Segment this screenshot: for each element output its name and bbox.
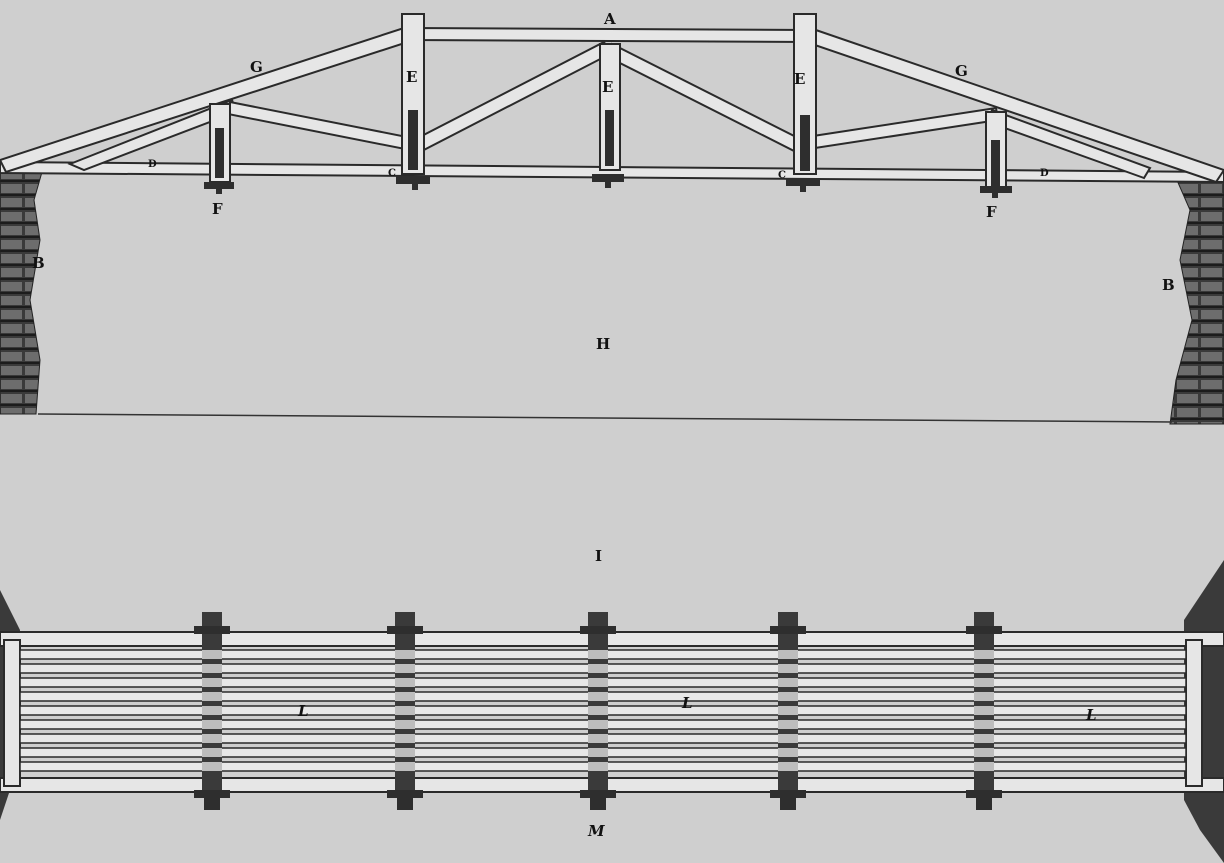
label-L-left: L bbox=[297, 702, 309, 720]
elevation-view: A G G E E E D D C C F F B B H bbox=[0, 10, 1224, 425]
label-A: A bbox=[603, 10, 616, 28]
plan-end-right bbox=[1185, 639, 1203, 787]
right-abutment bbox=[1169, 177, 1224, 425]
plan-frame-bottom bbox=[0, 777, 1224, 793]
label-F-left: F bbox=[212, 200, 223, 218]
cross-beam bbox=[194, 612, 230, 810]
brace-left-2 bbox=[408, 40, 612, 156]
rafter-right-G bbox=[804, 26, 1224, 184]
label-G-left: G bbox=[250, 58, 263, 76]
label-I: I bbox=[595, 547, 602, 565]
post-right-E bbox=[793, 13, 817, 175]
label-G-right: G bbox=[955, 62, 968, 80]
label-E-left: E bbox=[406, 68, 417, 86]
plan-crossbeams bbox=[194, 612, 1002, 810]
cross-beam bbox=[966, 612, 1002, 810]
label-D-left: D bbox=[148, 159, 157, 170]
label-M: M bbox=[587, 822, 605, 840]
top-chord-A bbox=[409, 26, 811, 44]
label-B-left: B bbox=[32, 254, 45, 272]
label-H: H bbox=[596, 335, 610, 353]
post-left-E bbox=[401, 13, 425, 175]
left-abutment bbox=[0, 171, 43, 415]
label-E-right: E bbox=[794, 70, 805, 88]
plan-view: I L L L M bbox=[0, 547, 1224, 863]
label-E-center: E bbox=[602, 78, 613, 96]
label-L-center: L bbox=[681, 694, 693, 712]
plan-end-left bbox=[3, 639, 21, 787]
brace-left-1 bbox=[226, 100, 414, 152]
cross-beam bbox=[387, 612, 423, 810]
label-L-right: L bbox=[1085, 706, 1097, 724]
iron-straps bbox=[204, 110, 1012, 198]
label-C-left: C bbox=[388, 168, 396, 179]
label-D-right: D bbox=[1040, 168, 1049, 179]
brace-right-1 bbox=[798, 106, 1000, 152]
brace-right-2 bbox=[604, 42, 808, 156]
ground-line bbox=[37, 413, 1173, 423]
rafter-left-G bbox=[0, 24, 416, 174]
cross-beam bbox=[770, 612, 806, 810]
label-B-right: B bbox=[1162, 276, 1175, 294]
cross-beam bbox=[580, 612, 616, 810]
label-C-right: C bbox=[778, 170, 786, 181]
plan-frame-top bbox=[0, 631, 1224, 647]
label-F-right: F bbox=[986, 203, 997, 221]
